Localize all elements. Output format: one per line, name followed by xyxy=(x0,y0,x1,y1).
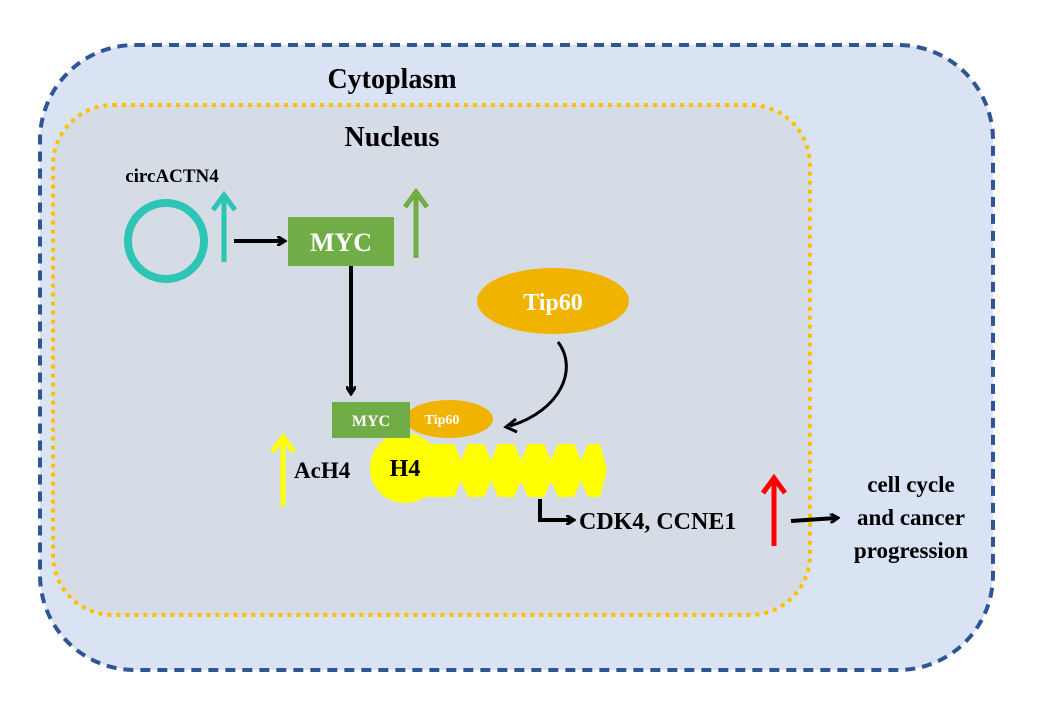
circactn4-label: circACTN4 xyxy=(125,166,219,187)
tip60-recruit-arrowhead xyxy=(503,417,518,434)
h4-label: H4 xyxy=(390,456,421,482)
targets-up-arrow-icon xyxy=(760,473,788,546)
complex-tip60-label: Tip60 xyxy=(425,413,460,428)
transcription-arrow xyxy=(538,499,572,520)
target-genes-label: CDK4, CCNE1 xyxy=(579,509,736,535)
to-outcome-arrow xyxy=(790,518,836,521)
outcome-line-2: and cancer xyxy=(857,505,965,530)
h4-tail-notches xyxy=(454,444,588,497)
h4-tail xyxy=(425,444,607,497)
myc-up-arrow-icon xyxy=(402,187,430,258)
myc-label: MYC xyxy=(310,228,372,257)
nucleus-label: Nucleus xyxy=(345,122,440,153)
ach4-up-arrow-icon xyxy=(269,432,297,506)
circactn4-up-arrow-icon xyxy=(210,190,238,262)
nucleus-compartment xyxy=(51,103,812,617)
ach4-label: AcH4 xyxy=(294,458,351,483)
outcome-line-1: cell cycle xyxy=(867,472,954,497)
complex-myc-label: MYC xyxy=(352,413,390,430)
outcome-line-3: progression xyxy=(854,538,968,563)
complex-tip60-ellipse xyxy=(405,400,493,438)
outcome-text: cell cycle and cancer progression xyxy=(854,472,968,563)
tip60-ellipse: Tip60 xyxy=(477,268,629,334)
myc-tip60-complex: MYC Tip60 xyxy=(332,400,493,438)
cytoplasm-label: Cytoplasm xyxy=(327,64,456,95)
h4-histone: H4 xyxy=(370,433,440,503)
complex-myc-box xyxy=(332,402,410,438)
tip60-label: Tip60 xyxy=(523,290,583,316)
myc-box: MYC xyxy=(288,217,394,266)
tip60-recruit-arrow xyxy=(509,341,568,428)
circactn4-ring xyxy=(124,199,208,283)
